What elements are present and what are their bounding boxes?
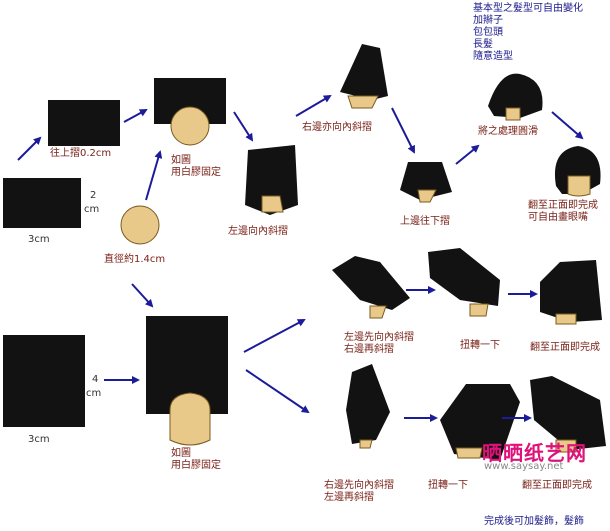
label-braid-1-twist: 扭轉一下 bbox=[460, 340, 500, 352]
face-left-fold bbox=[262, 196, 283, 212]
label-braid-1-finished: 翻至正面即完成 bbox=[530, 342, 600, 354]
arrow-square-to-fold bbox=[18, 138, 40, 160]
label-dim-3cm-top: 3cm bbox=[28, 234, 50, 246]
note-bottom: 完成後可加髮飾，髮飾 bbox=[484, 516, 584, 528]
note-top-right-4: 長髮 bbox=[473, 39, 493, 51]
arrow-to-braid-2 bbox=[246, 370, 308, 412]
label-glue-top-2: 用白膠固定 bbox=[171, 167, 221, 179]
label-braid-2-step-2: 左邊再斜摺 bbox=[324, 492, 374, 504]
label-dim-2cm-num: 2 bbox=[90, 190, 96, 202]
paper-braid-1-left bbox=[332, 256, 410, 310]
face-braid-2-left bbox=[360, 440, 372, 448]
paper-square-3x2 bbox=[3, 178, 81, 228]
label-flip-done-2: 可自由畫眼嘴 bbox=[528, 212, 588, 224]
label-braid-2-twist: 扭轉一下 bbox=[428, 480, 468, 492]
note-top-right-1: 基本型之髮型可自由變化 bbox=[473, 3, 583, 15]
label-braid-1-step-1: 左邊先向內斜摺 bbox=[344, 332, 414, 344]
face-circle-top bbox=[171, 107, 209, 145]
note-top-right-3: 包包頭 bbox=[473, 27, 503, 39]
watermark-logo: 晒晒纸艺网 www.saysay.net bbox=[482, 437, 602, 477]
label-left-fold: 左邊向內斜摺 bbox=[228, 226, 288, 238]
paper-braid-1-finished bbox=[540, 260, 602, 322]
label-right-fold: 右邊亦向內斜摺 bbox=[302, 122, 372, 134]
label-braid-2-finished: 翻至正面即完成 bbox=[522, 480, 592, 492]
arrow-to-rounded bbox=[456, 146, 478, 164]
paper-braid-2-left bbox=[346, 364, 390, 444]
note-top-right-2: 加辮子 bbox=[473, 15, 503, 27]
watermark-url: www.saysay.net bbox=[484, 461, 563, 472]
arrow-face-up bbox=[146, 152, 160, 200]
label-flip-done-1: 翻至正面即完成 bbox=[528, 200, 598, 212]
face-braid-1-finished bbox=[556, 314, 576, 324]
label-fold-top: 往上摺0.2cm bbox=[50, 148, 111, 160]
label-braid-2-step-1: 右邊先向內斜摺 bbox=[324, 480, 394, 492]
paper-braid-1-twist bbox=[428, 248, 500, 306]
paper-folded-top bbox=[48, 100, 120, 146]
paper-right-fold bbox=[340, 44, 388, 100]
label-glue-bottom-1: 如圖 bbox=[171, 448, 191, 460]
face-braid-2-twist bbox=[456, 448, 482, 458]
paper-square-3x4 bbox=[3, 335, 85, 427]
face-braid-1-left bbox=[370, 306, 386, 318]
label-dim-4cm-unit: cm bbox=[86, 388, 101, 400]
face-braid-1-twist bbox=[470, 304, 488, 316]
note-top-right-5: 隨意造型 bbox=[473, 51, 513, 63]
label-dim-3cm-bottom: 3cm bbox=[28, 434, 50, 446]
arrow-to-braid-1 bbox=[244, 320, 304, 352]
arrow-to-right-fold bbox=[296, 96, 330, 116]
label-round-corner: 將之處理圓滑 bbox=[478, 126, 538, 138]
face-bottom bbox=[170, 393, 210, 445]
arrow-to-finished bbox=[552, 112, 582, 138]
face-circle-source bbox=[121, 206, 159, 244]
label-braid-1-step-2: 右邊再斜摺 bbox=[344, 344, 394, 356]
arrow-fold-to-face bbox=[124, 110, 146, 122]
arrow-face-down bbox=[132, 284, 152, 306]
label-dim-2cm-unit: cm bbox=[84, 204, 99, 216]
face-rounded bbox=[506, 108, 520, 120]
face-right-fold bbox=[348, 96, 378, 108]
arrow-to-top-down bbox=[392, 108, 414, 152]
face-finished-top bbox=[568, 176, 590, 196]
label-glue-bottom-2: 用白膠固定 bbox=[171, 460, 221, 472]
label-diameter: 直徑約1.4cm bbox=[104, 254, 165, 266]
label-top-down: 上邊往下摺 bbox=[400, 216, 450, 228]
arrow-to-left-fold bbox=[234, 112, 252, 140]
label-glue-top-1: 如圖 bbox=[171, 155, 191, 167]
face-top-down bbox=[418, 190, 436, 202]
label-dim-4cm-num: 4 bbox=[92, 374, 98, 386]
